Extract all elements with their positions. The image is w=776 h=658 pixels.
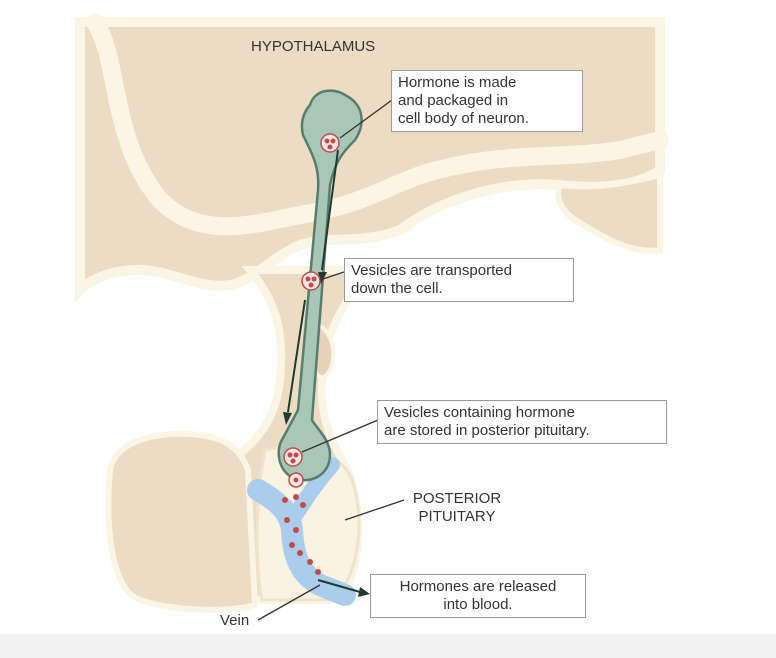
blood-flow-arrow-head	[358, 587, 370, 597]
brain-rim	[86, 13, 669, 236]
label-line: POSTERIOR	[412, 490, 502, 507]
callout-line: cell body of neuron.	[398, 110, 529, 127]
axon-arrow-lower-head	[283, 412, 292, 425]
bottom-band	[0, 634, 776, 658]
callout-vesicles-transported: Vesicles are transported down the cell.	[344, 258, 574, 302]
vein	[247, 479, 356, 606]
right-lobe	[555, 171, 663, 254]
callout-line: are stored in posterior pituitary.	[384, 422, 590, 439]
callout-line: Hormone is made	[398, 74, 517, 91]
callout-hormones-released: Hormones are released into blood.	[370, 574, 586, 618]
callout-hormone-made: Hormone is made and packaged in cell bod…	[391, 70, 583, 132]
leader-lines	[257, 99, 405, 621]
vesicle-cluster-axon	[301, 271, 321, 291]
axon-arrow-lower	[287, 299, 306, 413]
vesicle-cluster-terminal	[283, 447, 304, 488]
blood-flow-arrow	[317, 579, 361, 593]
callout-line: Vesicles containing hormone	[384, 404, 575, 421]
axon-arrow-upper	[321, 149, 339, 271]
callout-line: Vesicles are transported	[351, 262, 512, 279]
posterior-pituitary-label: POSTERIOR PITUITARY	[402, 490, 512, 526]
callout-line: and packaged in	[398, 92, 509, 109]
callout-vesicles-stored: Vesicles containing hormone are stored i…	[377, 400, 667, 444]
neuron-cell	[277, 89, 363, 482]
vein-branch	[284, 457, 340, 528]
anterior-lobe	[105, 430, 259, 613]
label-line: PITUITARY	[418, 508, 496, 525]
callout-line: into blood.	[443, 596, 513, 613]
vein-label: Vein	[220, 612, 250, 629]
callout-line: down the cell.	[351, 280, 443, 297]
hypothalamus-label: HYPOTHALAMUS	[251, 38, 376, 55]
released-hormones	[282, 494, 321, 575]
vesicle-cluster-cell-body	[320, 133, 340, 153]
callout-line: Hormones are released	[399, 578, 557, 595]
